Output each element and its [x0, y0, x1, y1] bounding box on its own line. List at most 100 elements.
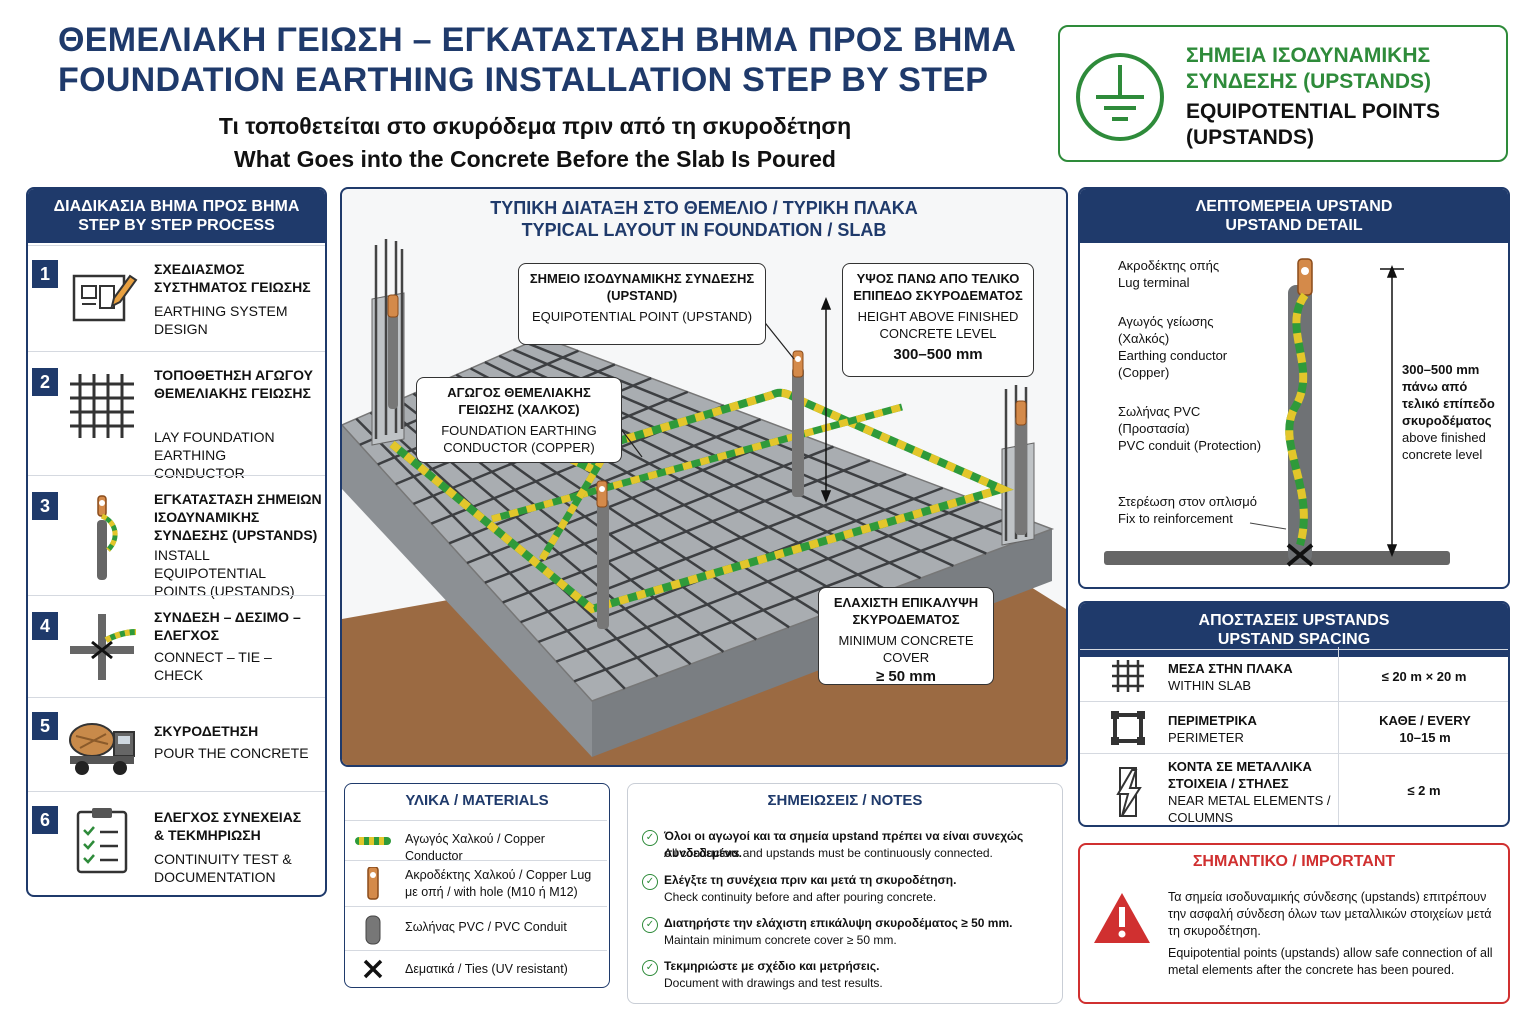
- note-item: ✓ Όλοι οι αγωγοί και τα σημεία upstand π…: [642, 828, 1058, 864]
- perimeter-square-icon: [1111, 711, 1145, 745]
- rebar-line: [520, 472, 907, 624]
- step-3: 3 ΕΓΚΑΤΑΣΤΑΣΗ ΣΗΜΕΙΩΝ ΙΣΟΔΥΝΑΜΙΚΗΣ ΣΥΝΔΕ…: [28, 475, 325, 599]
- layout-title-english: TYPICAL LAYOUT IN FOUNDATION / SLAB: [521, 220, 887, 240]
- subtitle-english: What Goes into the Concrete Before the S…: [234, 146, 836, 172]
- earthing-conductor-loop: [389, 388, 1014, 614]
- note-item: ✓ Τεκμηριώστε με σχέδιο και μετρήσεις.Do…: [642, 958, 1058, 994]
- equipotential-points-box: ΣΗΜΕΙΑ ΙΣΟΔΥΝΑΜΙΚΗΣ ΣΥΝΔΕΣΗΣ (UPSTANDS) …: [1058, 25, 1508, 162]
- detail-title-english: UPSTAND DETAIL: [1225, 217, 1363, 234]
- page-title: ΘΕΜΕΛΙΑΚΗ ΓΕΙΩΣΗ – ΕΓΚΑΤΑΣΤΑΣΗ ΒΗΜΑ ΠΡΟΣ…: [58, 20, 1048, 100]
- step-5-greek: ΣΚΥΡΟΔΕΤΗΣΗ: [154, 723, 259, 739]
- rebar-line: [555, 500, 980, 663]
- check-circle-icon: ✓: [642, 874, 658, 890]
- step-6: 6 ΕΛΕΓΧΟΣ ΣΥΝΕΧΕΙΑΣ & ΤΕΚΜΗΡΙΩΣΗ CONTINU…: [28, 791, 325, 895]
- copper-lug-icon: [367, 867, 379, 900]
- callout-conductor-greek: ΑΓΩΓΟΣ ΘΕΜΕΛΙΑΚΗΣ ΓΕΙΩΣΗΣ (ΧΑΛΚΟΣ): [447, 385, 591, 417]
- spacing-value: ΚΑΘΕ / EVERY 10–15 m: [1379, 713, 1471, 745]
- label-pvc-conduit: Σωλήνας PVC (Προστασία)PVC conduit (Prot…: [1118, 404, 1262, 453]
- callout-conductor: ΑΓΩΓΟΣ ΘΕΜΕΛΙΑΚΗΣ ΓΕΙΩΣΗΣ (ΧΑΛΚΟΣ) FOUND…: [416, 377, 622, 463]
- steps-panel-header: ΔΙΑΔΙΚΑΣΙΑ ΒΗΜΑ ΠΡΟΣ ΒΗΜΑ STEP BY STEP P…: [28, 189, 325, 243]
- step-3-english: INSTALL EQUIPOTENTIAL POINTS (UPSTANDS): [154, 547, 295, 599]
- step-1: 1 ΣΧΕΔΙΑΣΜΟΣ ΣΥΣΤΗΜΑΤΟΣ ΓΕΙΩΣΗΣ EARTHING…: [28, 245, 325, 352]
- title-english: FOUNDATION EARTHING INSTALLATION STEP BY…: [58, 61, 989, 99]
- upstand-1: [596, 480, 609, 629]
- spacing-divider: [1338, 647, 1339, 825]
- callout-upstand-greek: ΣΗΜΕΙΟ ΙΣΟΔΥΝΑΜΙΚΗΣ ΣΥΝΔΕΣΗΣ (UPSTAND): [529, 271, 755, 303]
- callout-concrete-cover: ΕΛΑΧΙΣΤΗ ΕΠΙΚΑΛΥΨΗ ΣΚΥΡΟΔΕΜΑΤΟΣ MINIMUM …: [818, 587, 994, 685]
- rebar-line: [502, 459, 871, 604]
- step-2-english: LAY FOUNDATION EARTHING CONDUCTOR: [154, 429, 275, 481]
- warning-triangle-icon: [1094, 893, 1150, 943]
- label-height-above-concrete: 300–500 mm πάνω από τελικό επίπεδο σκυρο…: [1402, 362, 1495, 462]
- detail-leaders: [1249, 522, 1287, 530]
- typical-layout-panel: ΤΥΠΙΚΗ ΔΙΑΤΑΞΗ ΣΤΟ ΘΕΜΕΛΙΟ / ΤΥΡΙΚΗ ΠΛΑΚ…: [340, 187, 1068, 767]
- step-number: 3: [32, 492, 58, 520]
- pvc-conduit-icon: [365, 915, 381, 945]
- pvc-conduit: [1288, 285, 1312, 563]
- layout-panel-header: ΤΥΠΙΚΗ ΔΙΑΤΑΞΗ ΣΤΟ ΘΕΜΕΛΙΟ / ΤΥΡΙΚΗ ΠΛΑΚ…: [342, 197, 1066, 241]
- steps-title-english: STEP BY STEP PROCESS: [78, 217, 275, 234]
- ties-cross-icon: [363, 959, 383, 979]
- callout-cover-value: ≥ 50 mm: [876, 668, 936, 685]
- step-5: 5 ΣΚΥΡΟΔΕΤΗΣΗ POUR THE CONCRETE: [28, 697, 325, 792]
- materials-title: ΥΛΙΚΑ / MATERIALS: [405, 792, 549, 809]
- slab-grid-icon: [1112, 660, 1144, 692]
- callout-cover-english: MINIMUM CONCRETE COVER: [838, 633, 974, 665]
- layout-title-greek: ΤΥΠΙΚΗ ΔΙΑΤΑΞΗ ΣΤΟ ΘΕΜΕΛΙΟ / ΤΥΡΙΚΗ ΠΛΑΚ…: [490, 198, 918, 218]
- step-number: 6: [32, 806, 58, 834]
- step-1-english: EARTHING SYSTEM DESIGN: [154, 303, 288, 337]
- step-2-greek: ΤΟΠΟΘΕΤΗΣΗ ΑΓΩΓΟΥ ΘΕΜΕΛΙΑΚΗΣ ΓΕΙΩΣΗΣ: [154, 367, 313, 401]
- upstand-spacing-panel: ΑΠΟΣΤΑΣΕΙΣ UPSTANDS UPSTAND SPACING ΜΕΣΑ…: [1078, 601, 1510, 827]
- mesh-grid-icon: [70, 374, 134, 438]
- upstand-detail-illustration: [1104, 258, 1450, 567]
- equipotential-title-greek: ΣΗΜΕΙΑ ΙΣΟΔΥΝΑΜΙΚΗΣ ΣΥΝΔΕΣΗΣ (UPSTANDS): [1186, 44, 1432, 93]
- spacing-panel-header: ΑΠΟΣΤΑΣΕΙΣ UPSTANDS UPSTAND SPACING: [1080, 603, 1508, 657]
- steps-panel: ΔΙΑΔΙΚΑΣΙΑ ΒΗΜΑ ΠΡΟΣ ΒΗΜΑ STEP BY STEP P…: [26, 187, 327, 897]
- blueprint-pencil-icon: [72, 274, 138, 322]
- check-circle-icon: ✓: [642, 917, 658, 933]
- callout-height-value: 300–500 mm: [893, 346, 983, 363]
- spacing-value: ≤ 2 m: [1407, 783, 1441, 798]
- height-dimension-arrow: [820, 296, 832, 504]
- page-subtitle: Τι τοποθετείται στο σκυρόδεμα πριν από τ…: [150, 110, 920, 176]
- step-6-greek: ΕΛΕΓΧΟΣ ΣΥΝΕΧΕΙΑΣ & ΤΕΚΜΗΡΙΩΣΗ: [154, 809, 302, 843]
- material-copper-conductor: Αγωγός Χαλκού / Copper Conductor: [345, 820, 607, 863]
- step-4: 4 ΣΥΝΔΕΣΗ – ΔΕΣΙΜΟ – ΕΛΕΓΧΟΣ CONNECT – T…: [28, 595, 325, 698]
- upstand-2: [792, 350, 804, 497]
- callout-height-greek: ΥΨΟΣ ΠΑΝΩ ΑΠΟ ΤΕΛΙΚΟ ΕΠΙΠΕΔΟ ΣΚΥΡΟΔΕΜΑΤΟ…: [853, 271, 1023, 303]
- step-number: 2: [32, 368, 58, 396]
- important-text-english: Equipotential points (upstands) allow sa…: [1168, 946, 1493, 977]
- step-2: 2 ΤΟΠΟΘΕΤΗΣΗ ΑΓΩΓΟΥ ΘΕΜΕΛΙΑΚΗΣ ΓΕΙΩΣΗΣ L…: [28, 351, 325, 481]
- step-number: 4: [32, 612, 58, 640]
- slab-left-face: [342, 425, 592, 757]
- step-1-greek: ΣΧΕΔΙΑΣΜΟΣ ΣΥΣΤΗΜΑΤΟΣ ΓΕΙΩΣΗΣ: [154, 261, 311, 295]
- important-panel: ΣΗΜΑΝΤΙΚΟ / IMPORTANT Τα σημεία ισοδυναμ…: [1078, 843, 1510, 1004]
- callout-height-english: HEIGHT ABOVE FINISHED CONCRETE LEVEL: [857, 309, 1019, 341]
- label-earthing-conductor: Αγωγός γείωσης (Χαλκός)Earthing conducto…: [1118, 314, 1228, 380]
- callout-upstand-english: EQUIPOTENTIAL POINT (UPSTAND): [531, 309, 753, 324]
- spacing-title-english: UPSTAND SPACING: [1217, 631, 1371, 648]
- material-ties: Δεματικά / Ties (UV resistant): [345, 950, 607, 987]
- step-6-english: CONTINUITY TEST & DOCUMENTATION: [154, 851, 292, 885]
- subtitle-greek: Τι τοποθετείται στο σκυρόδεμα πριν από τ…: [218, 113, 852, 139]
- upstand-detail-panel: ΛΕΠΤΟΜΕΡΕΙΑ UPSTAND UPSTAND DETAIL Ακροδ…: [1078, 187, 1510, 589]
- step-number: 1: [32, 260, 58, 288]
- step-4-english: CONNECT – TIE – CHECK: [154, 649, 272, 683]
- check-circle-icon: ✓: [642, 830, 658, 846]
- clipboard-checklist-icon: [76, 808, 128, 874]
- lightning-column-icon: [1116, 767, 1142, 817]
- step-3-greek: ΕΓΚΑΤΑΣΤΑΣΗ ΣΗΜΕΙΩΝ ΙΣΟΔΥΝΑΜΙΚΗΣ ΣΥΝΔΕΣΗ…: [154, 491, 322, 543]
- callout-height: ΥΨΟΣ ΠΑΝΩ ΑΠΟ ΤΕΛΙΚΟ ΕΠΙΠΕΔΟ ΣΚΥΡΟΔΕΜΑΤΟ…: [842, 263, 1034, 377]
- important-title: ΣΗΜΑΝΤΙΚΟ / IMPORTANT: [1192, 853, 1396, 870]
- tie-connection-icon: [70, 614, 137, 680]
- upstand-3: [1015, 400, 1027, 535]
- step-number: 5: [32, 712, 58, 740]
- notes-panel: ΣΗΜΕΙΩΣΕΙΣ / NOTES ✓ Όλοι οι αγωγοί και …: [627, 783, 1063, 1004]
